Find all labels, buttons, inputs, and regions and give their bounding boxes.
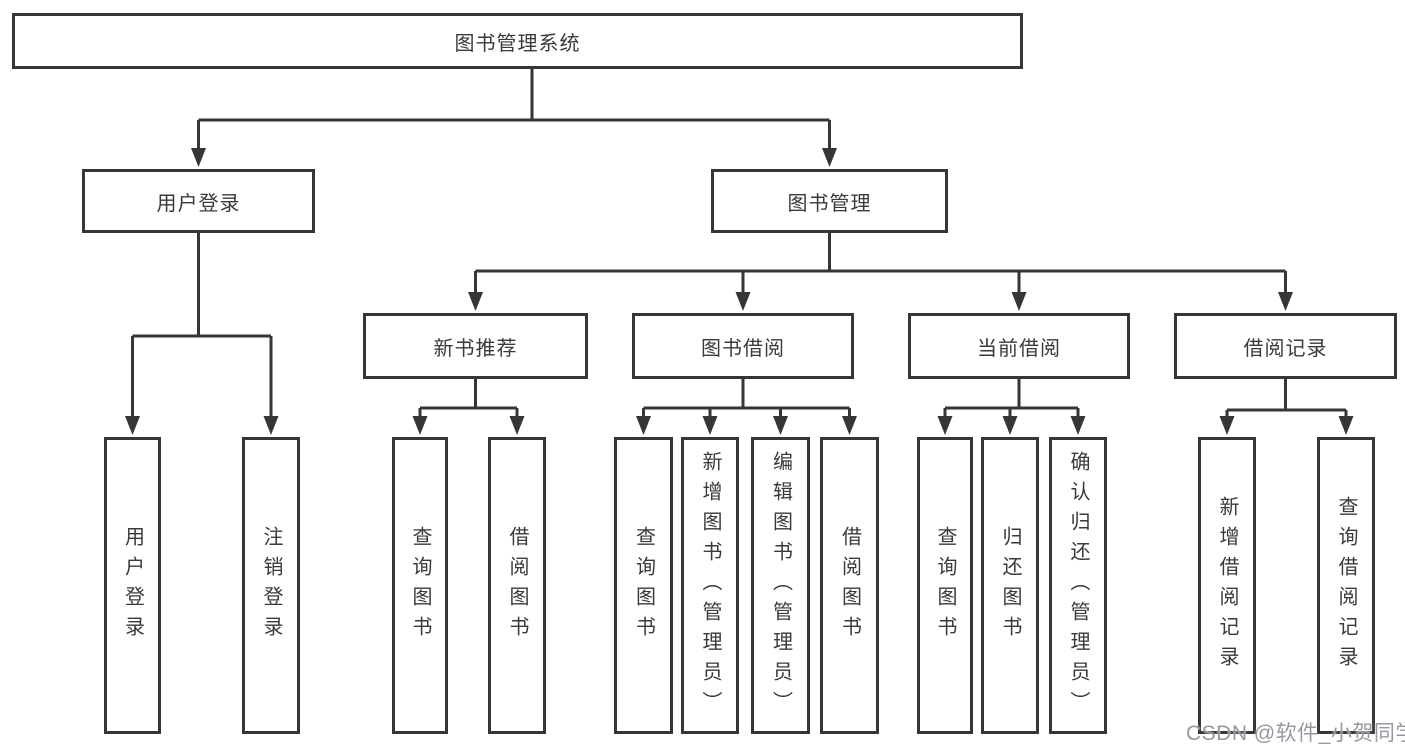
node-label: 编辑图书（管理员） [769, 450, 792, 721]
watermark: CSDN @软件_小贺同学 [1186, 722, 1405, 745]
node-label: 用户登录 [121, 525, 144, 646]
node-label: 图书借阅 [701, 337, 785, 360]
node-leaf-return-books: 归还图书 [981, 437, 1039, 734]
node-label: 图书管理系统 [454, 32, 581, 55]
node-label: 借阅图书 [838, 525, 861, 646]
node-leaf-user-login: 用户登录 [104, 437, 161, 734]
node-label: 新增借阅记录 [1216, 495, 1238, 676]
node-user-login: 用户登录 [82, 169, 315, 233]
node-current-borrowing: 当前借阅 [908, 313, 1130, 379]
node-leaf-query-borrow-record: 查询借阅记录 [1317, 437, 1375, 734]
node-label: 当前借阅 [977, 337, 1061, 360]
node-label: 借阅记录 [1243, 337, 1328, 360]
node-label: 归还图书 [999, 525, 1021, 646]
node-leaf-query-books-borrow: 查询图书 [614, 437, 673, 734]
node-leaf-edit-books-admin: 编辑图书（管理员） [751, 437, 810, 734]
node-borrowing-records: 借阅记录 [1174, 313, 1397, 379]
node-leaf-add-borrow-record: 新增借阅记录 [1198, 437, 1256, 734]
node-label: 查询图书 [934, 525, 956, 646]
node-book-management: 图书管理 [711, 169, 948, 233]
node-leaf-borrow-books: 借阅图书 [820, 437, 879, 734]
node-new-book-recommendation: 新书推荐 [363, 313, 588, 379]
node-label: 确认归还（管理员） [1067, 450, 1089, 721]
node-label: 查询借阅记录 [1335, 495, 1357, 676]
node-root-library-system: 图书管理系统 [12, 13, 1023, 69]
node-leaf-borrow-books-recommend: 借阅图书 [488, 437, 546, 734]
node-label: 用户登录 [156, 192, 241, 215]
node-label: 新增图书（管理员） [699, 450, 721, 721]
node-label: 注销登录 [260, 525, 282, 646]
node-label: 查询图书 [632, 525, 655, 646]
node-leaf-add-books-admin: 新增图书（管理员） [681, 437, 739, 734]
connector-elbows [131, 68, 1348, 418]
node-label: 新书推荐 [433, 337, 518, 360]
node-leaf-query-books-recommend: 查询图书 [392, 437, 448, 734]
node-leaf-logout: 注销登录 [242, 437, 300, 734]
node-leaf-query-books-current: 查询图书 [917, 437, 973, 734]
node-book-borrowing: 图书借阅 [632, 313, 854, 379]
node-label: 图书管理 [787, 192, 872, 215]
node-label: 查询图书 [409, 525, 431, 646]
node-label: 借阅图书 [506, 525, 528, 646]
node-leaf-confirm-return-admin: 确认归还（管理员） [1049, 437, 1107, 734]
